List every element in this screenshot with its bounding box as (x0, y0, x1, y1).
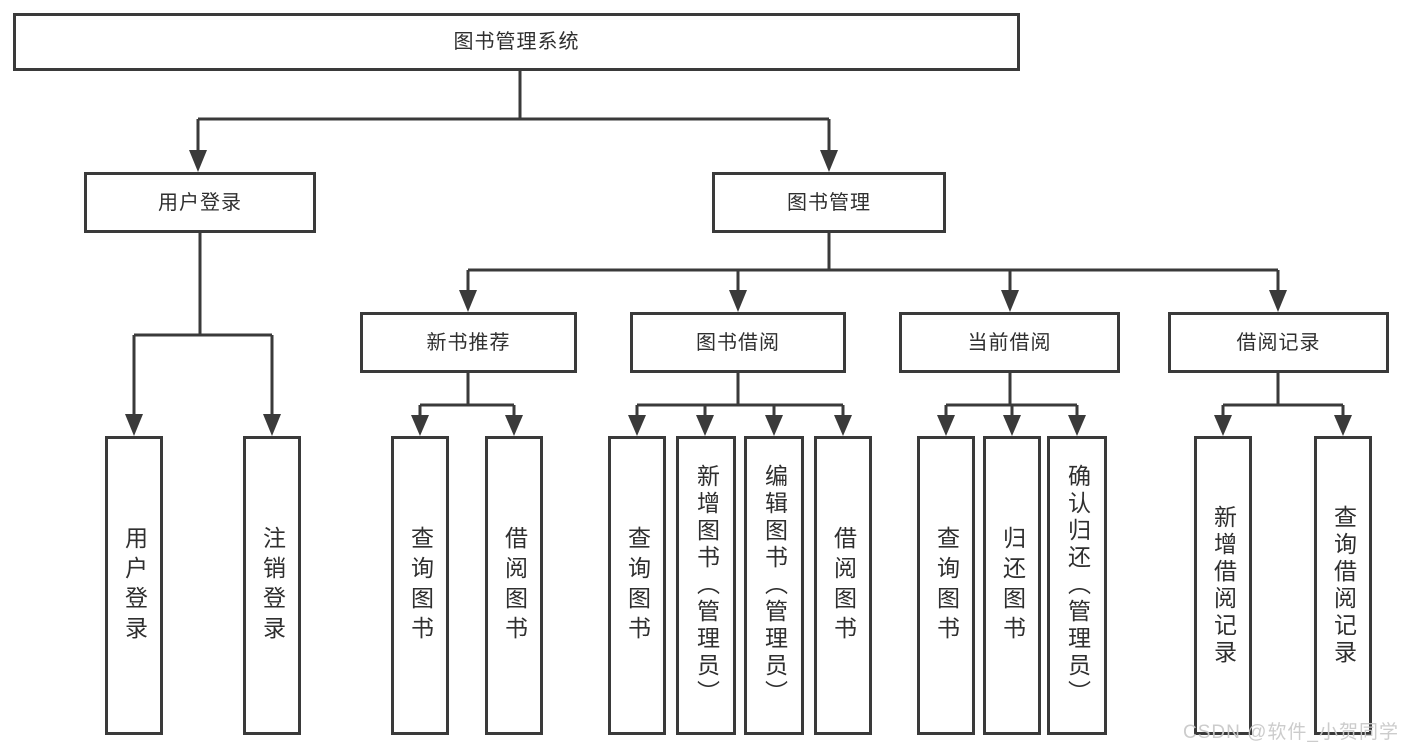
node-edit-books-admin: 编辑图书（管理员） (744, 436, 804, 735)
node-return-books: 归还图书 (983, 436, 1041, 735)
node-user-login-leaf: 用户登录 (105, 436, 163, 735)
node-query-books-rec: 查询图书 (391, 436, 449, 735)
node-add-books-admin: 新增图书（管理员） (676, 436, 736, 735)
node-query-borrow-record: 查询借阅记录 (1314, 436, 1372, 735)
node-new-book-recommendation: 新书推荐 (360, 312, 577, 373)
node-user-login: 用户登录 (84, 172, 316, 233)
node-borrow-books-rec: 借阅图书 (485, 436, 543, 735)
node-logout: 注销登录 (243, 436, 301, 735)
node-add-borrow-record: 新增借阅记录 (1194, 436, 1252, 735)
node-library-system: 图书管理系统 (13, 13, 1020, 71)
node-query-books-current: 查询图书 (917, 436, 975, 735)
node-borrowing-records: 借阅记录 (1168, 312, 1389, 373)
node-current-borrowing: 当前借阅 (899, 312, 1120, 373)
node-book-borrowing: 图书借阅 (630, 312, 846, 373)
node-query-books-borrow: 查询图书 (608, 436, 666, 735)
csdn-watermark: CSDN @软件_小贺同学 (1183, 722, 1399, 743)
node-borrow-books: 借阅图书 (814, 436, 872, 735)
node-confirm-return-admin: 确认归还（管理员） (1047, 436, 1107, 735)
node-book-management: 图书管理 (712, 172, 946, 233)
